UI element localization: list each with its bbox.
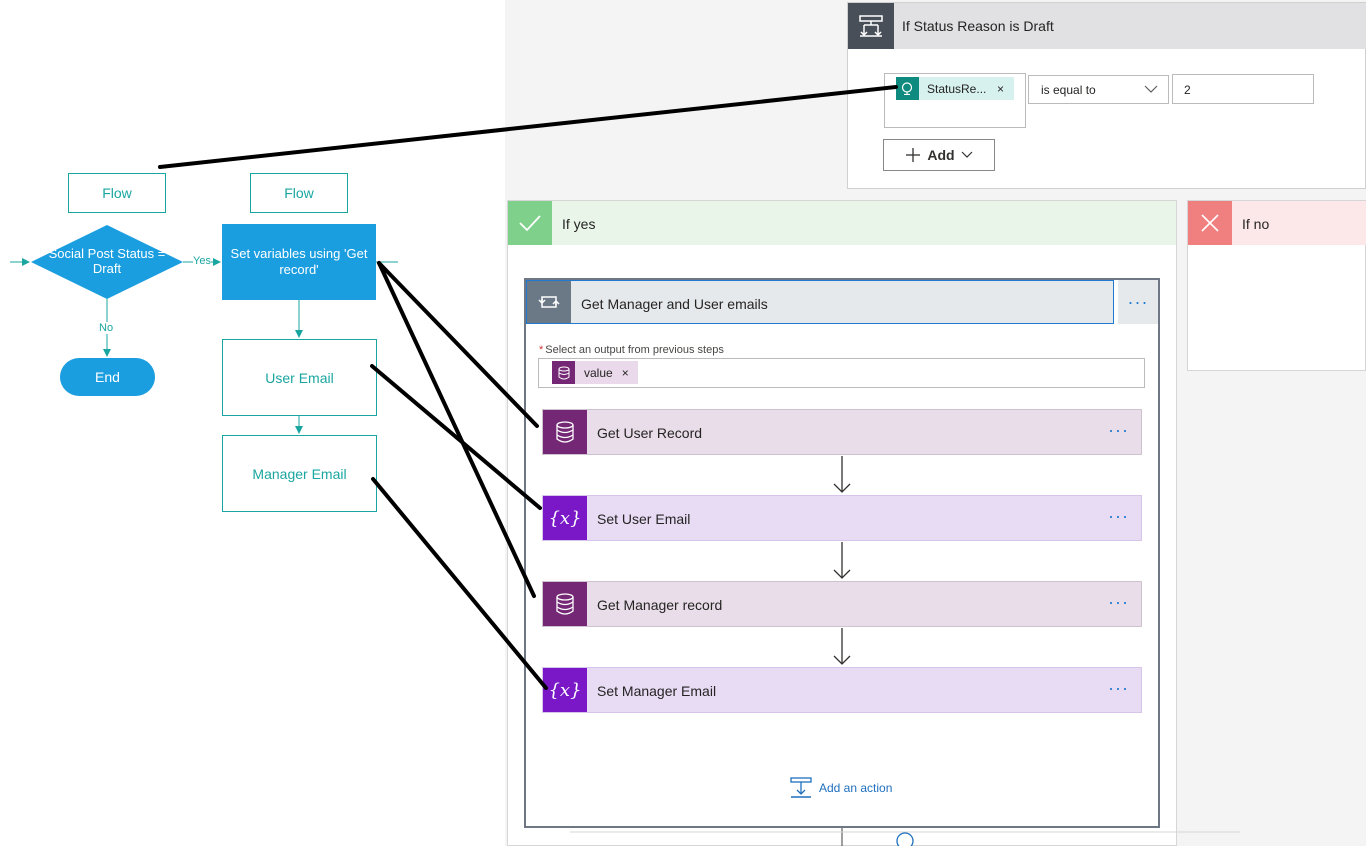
no-branch-header[interactable]: If no <box>1188 201 1366 245</box>
more-options-icon[interactable]: ··· <box>1108 592 1129 612</box>
decision-text: Social Post Status = Draft <box>48 246 166 276</box>
action-get-manager-record[interactable]: Get Manager record ··· <box>542 581 1142 627</box>
more-options-icon[interactable]: ··· <box>1118 280 1158 324</box>
value-token-label: value <box>584 365 613 380</box>
manager-email-box: Manager Email <box>222 435 377 512</box>
apply-to-each-title: Get Manager and User emails <box>581 296 768 312</box>
action-title: Set Manager Email <box>597 683 717 699</box>
decision-diamond <box>31 225 183 299</box>
close-icon <box>1188 201 1232 245</box>
chevron-down-icon <box>1144 85 1158 93</box>
operator-value: is equal to <box>1041 82 1096 97</box>
variable-icon: {x} <box>543 496 587 540</box>
apply-to-each-header[interactable]: Get Manager and User emails <box>526 280 1114 324</box>
more-options-icon[interactable]: ··· <box>1108 420 1129 440</box>
set-variables-process: Set variables using 'Get record' <box>222 224 376 300</box>
action-title: Set User Email <box>597 511 691 527</box>
chevron-down-icon <box>961 151 973 158</box>
remove-token-icon[interactable]: × <box>621 365 629 380</box>
token-label: StatusRe... <box>927 81 987 96</box>
select-output-text: Select an output from previous steps <box>545 344 724 356</box>
add-action-icon <box>790 777 812 798</box>
dataverse-globe-icon <box>896 77 919 100</box>
more-options-icon[interactable]: ··· <box>1108 678 1129 698</box>
plus-icon <box>906 148 921 162</box>
required-mark: * <box>539 344 544 356</box>
action-title: Get Manager record <box>597 597 723 613</box>
condition-value-input[interactable]: 2 <box>1172 74 1314 104</box>
loop-icon <box>527 281 571 323</box>
user-email-box: User Email <box>222 339 377 416</box>
no-connector-label: No <box>99 322 114 334</box>
no-branch: If no <box>1187 200 1366 371</box>
select-output-input[interactable] <box>538 358 1145 388</box>
variable-icon: {x} <box>543 668 587 712</box>
no-branch-label: If no <box>1242 216 1270 232</box>
remove-token-icon[interactable]: × <box>996 81 1004 96</box>
dataverse-icon <box>543 582 587 626</box>
add-condition-button[interactable]: Add <box>883 139 995 171</box>
diagram-connectors <box>10 225 398 434</box>
end-terminator: End <box>60 358 155 396</box>
select-output-label: *Select an output from previous steps <box>539 344 724 356</box>
add-label: Add <box>927 147 955 163</box>
value-token[interactable]: value × <box>552 361 638 384</box>
action-set-manager-email[interactable]: {x} Set Manager Email ··· <box>542 667 1142 713</box>
add-an-action-label: Add an action <box>819 781 893 795</box>
add-an-action-button[interactable]: Add an action <box>790 777 892 799</box>
operator-select[interactable]: is equal to <box>1028 75 1169 104</box>
action-get-user-record[interactable]: Get User Record ··· <box>542 409 1142 455</box>
flow-label: Flow <box>68 173 166 213</box>
dataverse-icon <box>543 410 587 454</box>
process-diagram: Flow Flow Social Post Status = Draft Yes… <box>0 0 505 846</box>
dataverse-icon <box>552 361 575 384</box>
action-set-user-email[interactable]: {x} Set User Email ··· <box>542 495 1142 541</box>
flow-label: Flow <box>250 173 348 213</box>
yes-branch-header[interactable]: If yes <box>508 201 1176 245</box>
condition-title: If Status Reason is Draft <box>902 18 1054 34</box>
condition-icon <box>848 3 894 49</box>
yes-branch-label: If yes <box>562 216 596 232</box>
status-reason-token[interactable]: StatusRe... × <box>896 77 1014 100</box>
yes-connector-label: Yes <box>193 255 211 267</box>
condition-header[interactable]: If Status Reason is Draft <box>848 3 1366 49</box>
more-options-icon[interactable]: ··· <box>1108 506 1129 526</box>
checkmark-icon <box>508 201 552 245</box>
action-title: Get User Record <box>597 425 703 441</box>
